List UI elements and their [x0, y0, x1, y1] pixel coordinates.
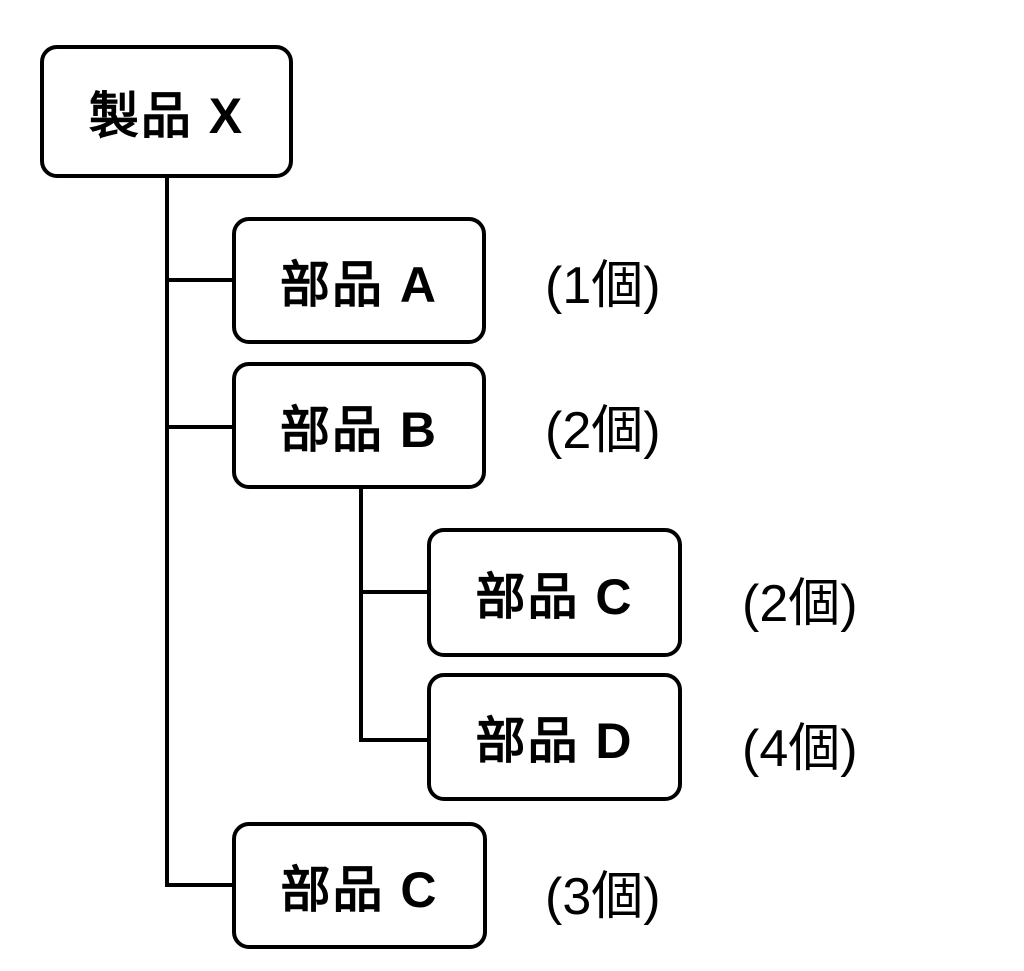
node-part-d: 部品 D [427, 673, 682, 801]
connector-to-part-b [167, 425, 233, 429]
node-part-b: 部品 B [232, 362, 486, 489]
qty-label-part-c-under-b: (2個) [742, 575, 858, 633]
qty-label-part-b: (2個) [545, 402, 661, 460]
connector-root-vertical [165, 176, 169, 887]
node-product-x-label: 製品 X [88, 87, 245, 144]
node-part-a-label: 部品 A [280, 256, 438, 313]
connector-to-part-c-mid [361, 590, 427, 594]
qty-label-part-c-under-x: (3個) [545, 868, 661, 926]
connector-part-b-vertical [359, 487, 363, 742]
node-part-a: 部品 A [232, 217, 486, 344]
node-part-c-under-b-label: 部品 C [475, 568, 634, 625]
qty-label-part-a: (1個) [545, 257, 661, 315]
qty-label-part-d: (4個) [742, 719, 858, 778]
node-part-d-label: 部品 D [475, 713, 634, 769]
connector-to-part-a [167, 278, 233, 282]
node-part-c-under-x-label: 部品 C [280, 861, 439, 918]
node-product-x: 製品 X [40, 45, 293, 178]
node-part-b-label: 部品 B [280, 401, 438, 458]
connector-to-part-d [361, 738, 427, 742]
connector-to-part-c-bottom [167, 883, 233, 887]
node-part-c-under-x: 部品 C [232, 822, 487, 949]
node-part-c-under-b: 部品 C [427, 528, 682, 657]
